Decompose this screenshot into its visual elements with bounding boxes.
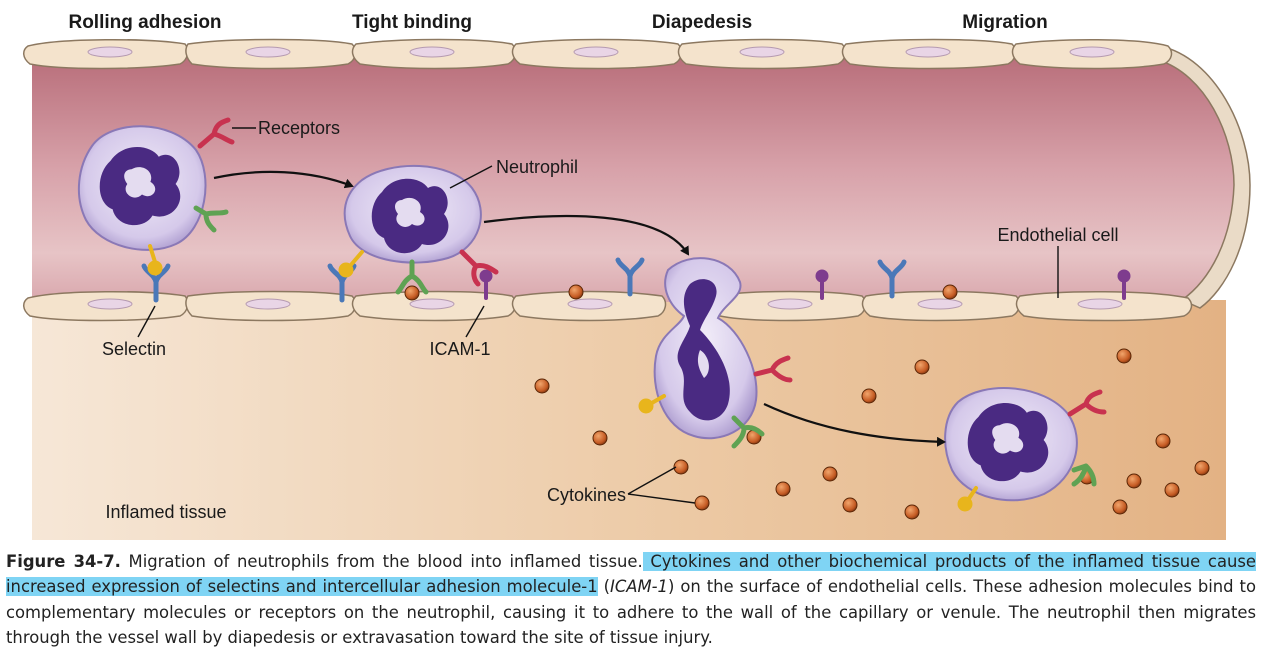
stage-label-rolling-adhesion: Rolling adhesion <box>68 12 221 33</box>
arrow-rolling-to-binding <box>213 170 354 189</box>
arrow-diapedesis-to-migration <box>763 403 946 447</box>
label-icam1: ICAM-1 <box>429 339 490 359</box>
endothelium-top <box>23 38 1173 70</box>
figure-number: Figure 34-7. <box>6 552 121 571</box>
caption-abbreviation: ICAM-1 <box>609 577 668 597</box>
migration-arrows <box>213 170 946 447</box>
neutrophil-migration-diagram: Rolling adhesion Tight binding Diapedesi… <box>23 12 1251 540</box>
label-cytokines: Cytokines <box>547 485 626 505</box>
label-endothelial-cell: Endothelial cell <box>997 225 1118 245</box>
vessel-lumen <box>32 58 1238 302</box>
caption-text-intro: Migration of neutrophils from the blood … <box>120 552 643 571</box>
neutrophil-diapedesis <box>638 257 793 449</box>
neutrophil-rolling <box>77 117 235 276</box>
arrow-binding-to-diapedesis <box>483 215 690 256</box>
label-selectin: Selectin <box>102 339 166 359</box>
callout-leaders <box>137 127 1059 504</box>
neutrophil-migration <box>944 387 1107 512</box>
stage-label-migration: Migration <box>962 12 1048 33</box>
label-inflamed-tissue: Inflamed tissue <box>105 502 226 522</box>
caption-text-rest: ) on the surface of endothelial cells. T… <box>6 577 1257 648</box>
neutrophil-tight-binding <box>338 164 499 295</box>
stage-label-tight-binding: Tight binding <box>352 12 472 33</box>
stage-label-diapedesis: Diapedesis <box>652 12 752 33</box>
figure-caption: Figure 34-7. Migration of neutrophils fr… <box>6 549 1256 651</box>
label-receptors: Receptors <box>258 118 340 138</box>
caption-text-paren-open: ( <box>597 577 610 597</box>
label-neutrophil: Neutrophil <box>496 157 578 177</box>
